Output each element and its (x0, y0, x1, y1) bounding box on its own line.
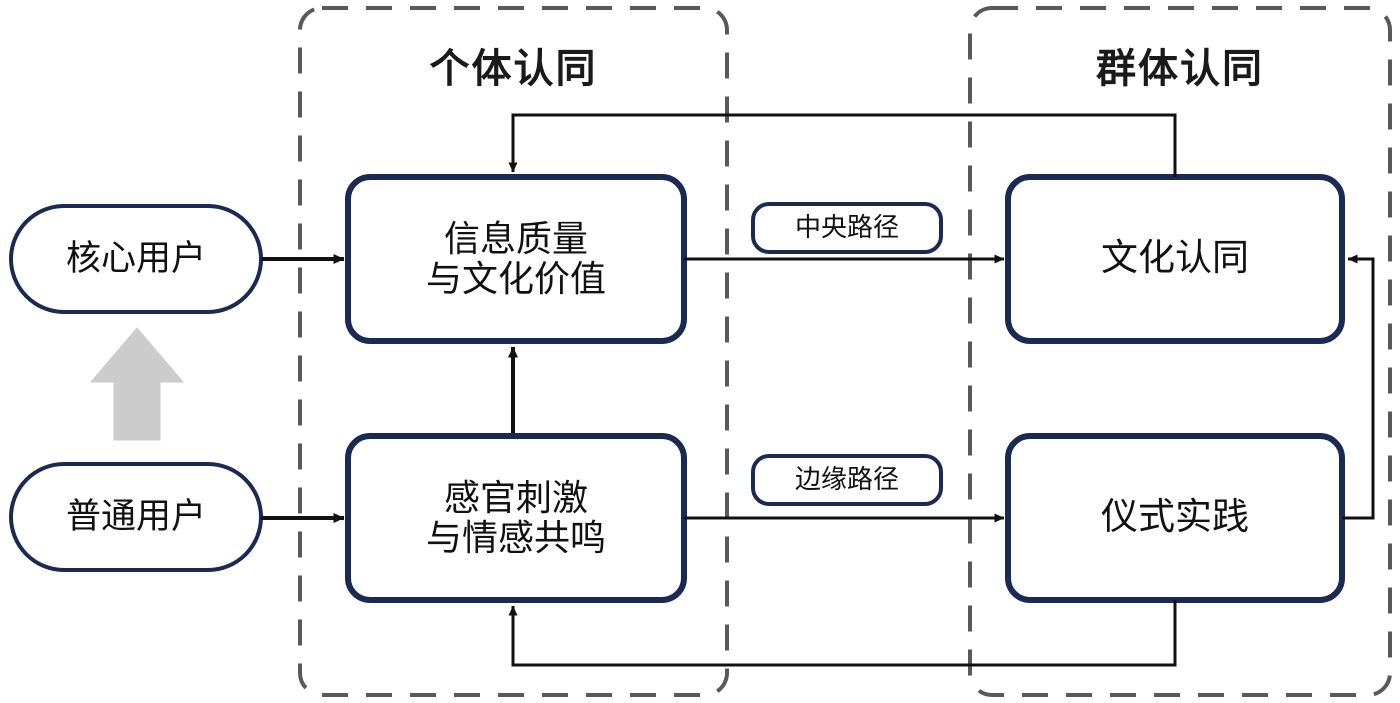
label-pill-central-route (751, 202, 943, 254)
group-title-individual-identity: 个体认同 (429, 46, 598, 91)
group-individual-identity (298, 6, 729, 697)
label-pill-peripheral-route (751, 454, 943, 506)
node-sensory-stimulation[interactable] (345, 433, 687, 603)
node-general-user[interactable] (9, 462, 263, 572)
node-cultural-identity[interactable] (1005, 174, 1345, 344)
edge-cultural-feedback-top (508, 113, 1177, 177)
node-core-user[interactable] (9, 204, 263, 314)
group-title-collective-identity: 群体认同 (1096, 46, 1264, 91)
edge-ritual-to-cultural (1342, 254, 1375, 520)
edge-ritual-feedback-bottom (508, 600, 1177, 667)
node-ritual-practice[interactable] (1005, 433, 1345, 603)
group-collective-identity (968, 6, 1392, 697)
edge-general-to-core-upgrade (89, 327, 185, 441)
node-info-quality[interactable] (345, 174, 687, 344)
